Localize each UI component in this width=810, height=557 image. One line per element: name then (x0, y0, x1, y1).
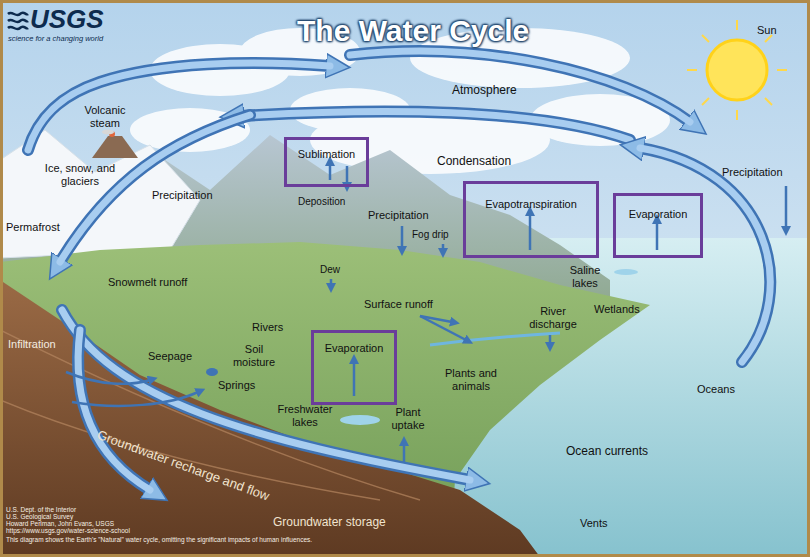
box-label: Evaporation (314, 342, 394, 355)
text-label: U.S. Dept. of the Interior (6, 506, 76, 513)
text-label: Howard Perlman, John Evans, USGS (6, 520, 114, 527)
text-label: Ice, snow, and glaciers (40, 162, 120, 187)
lakes (206, 269, 638, 425)
text-label: Deposition (298, 196, 345, 208)
text-label: https://www.usgs.gov/water-science-schoo… (6, 527, 130, 534)
land (0, 242, 650, 557)
text-label: Oceans (697, 383, 735, 396)
text-label: Soil moisture (228, 343, 280, 368)
text-label: Atmosphere (452, 84, 517, 98)
text-label: Vents (580, 517, 608, 530)
text-label: Sun (757, 24, 777, 37)
text-label: Precipitation (152, 189, 213, 202)
text-label: science for a changing world (8, 35, 103, 44)
text-label: Snowmelt runoff (108, 276, 187, 289)
text-label: Precipitation (368, 209, 429, 222)
text-label: Wetlands (594, 303, 640, 316)
ground (0, 280, 540, 557)
text-label: Plants and animals (438, 367, 504, 392)
text-label: Freshwater lakes (274, 403, 336, 428)
text-label: Permafrost (6, 221, 60, 234)
text-label: U.S. Geological Survey (6, 513, 73, 520)
big-flow-arrows (28, 51, 770, 490)
volcano (92, 130, 138, 159)
process-box: Evaporation (613, 193, 703, 258)
sun (687, 20, 787, 120)
text-label: This diagram shows the Earth's "Natural"… (6, 536, 312, 543)
text-label: Volcanic steam (70, 104, 140, 129)
text-label: Fog drip (412, 229, 449, 241)
text-label: USGS (30, 5, 104, 35)
river (430, 333, 560, 345)
text-label: Rivers (252, 321, 283, 334)
box-label: Evapotranspiration (466, 198, 596, 211)
text-label: Condensation (437, 155, 511, 169)
text-label: Infiltration (8, 338, 56, 351)
text-label: River discharge (524, 305, 582, 330)
text-label: Surface runoff (364, 298, 433, 311)
text-label: Precipitation (722, 166, 783, 179)
diagram-title: The Water Cycle (297, 14, 529, 48)
usgs-logo-waves (8, 13, 28, 30)
text-label: Springs (218, 379, 255, 392)
process-box: Sublimation (284, 137, 369, 187)
process-box: Evaporation (311, 330, 397, 405)
process-box: Evapotranspiration (463, 181, 599, 258)
text-label: Dew (320, 264, 340, 276)
small-flow-arrows (66, 164, 786, 462)
text-label: Plant uptake (386, 406, 430, 431)
box-label: Sublimation (287, 148, 366, 161)
text-label: Ocean currents (566, 445, 648, 459)
text-label: Seepage (148, 350, 192, 363)
text-label: Groundwater storage (273, 516, 386, 530)
text-label: Saline lakes (560, 264, 610, 289)
box-label: Evaporation (616, 208, 700, 221)
